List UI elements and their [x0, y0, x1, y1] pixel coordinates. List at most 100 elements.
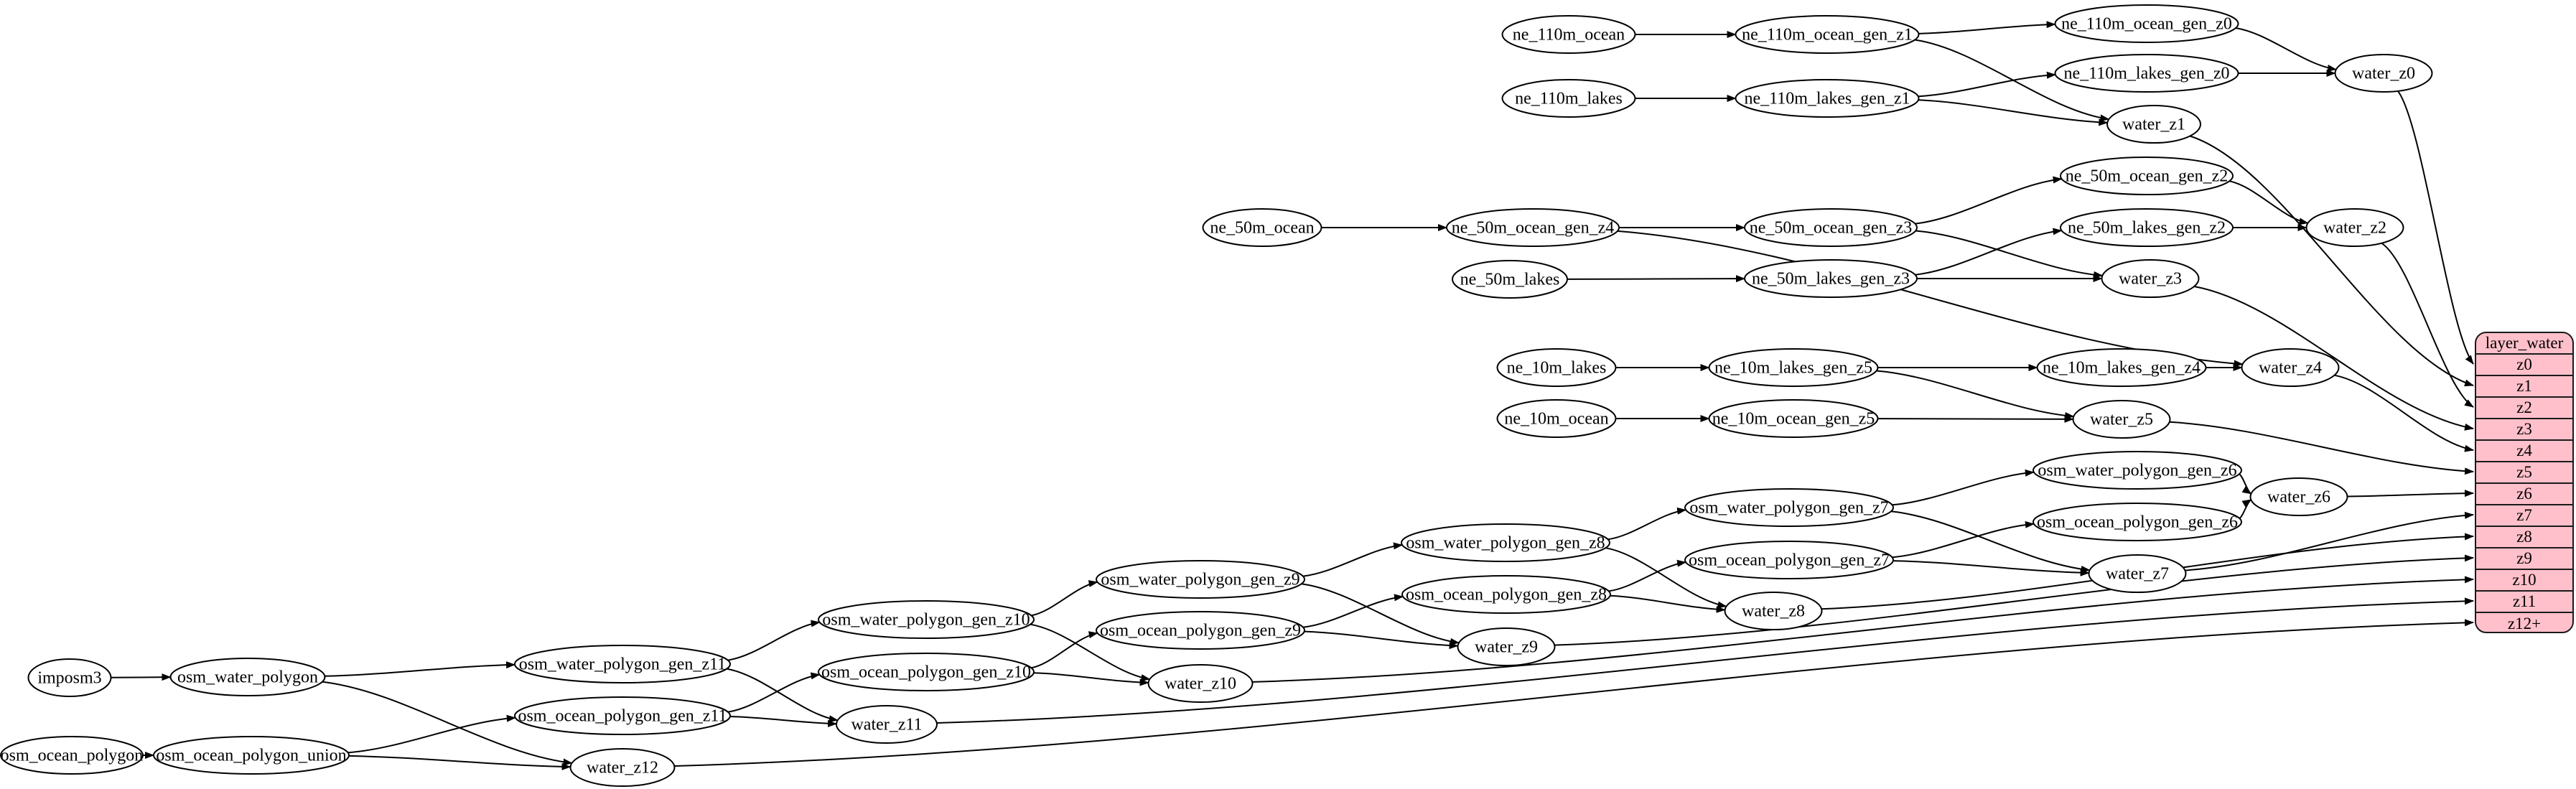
node-ne_10m_lakes_gen_z4: ne_10m_lakes_gen_z4 [2036, 348, 2207, 387]
node-label-ne_10m_ocean_gen_z5: ne_10m_ocean_gen_z5 [1712, 410, 1875, 429]
node-ne_110m_lakes_gen_z1: ne_110m_lakes_gen_z1 [1735, 79, 1920, 118]
edge-osm_ocean_polygon_gen_z8-to-water_z8 [1610, 594, 1726, 613]
layer-water-row-z4: z4 [2476, 441, 2572, 462]
node-ellipse-ne_10m_lakes_gen_z4 [2036, 348, 2207, 387]
edge-ne_110m_ocean_gen_z1-to-water_z1 [1914, 39, 2110, 122]
node-water_z1: water_z1 [2106, 105, 2201, 144]
node-ellipse-water_z9 [1457, 627, 1556, 666]
node-ellipse-water_z3 [2101, 259, 2200, 298]
node-osm_ocean_polygon_gen_z8: osm_ocean_polygon_gen_z8 [1401, 575, 1611, 614]
node-label-osm_ocean_polygon_gen_z11: osm_ocean_polygon_gen_z11 [518, 707, 727, 726]
edge-osm_ocean_polygon_gen_z7-to-osm_ocean_polygon_gen_z6 [1892, 520, 2035, 559]
node-ellipse-water_z12 [569, 748, 676, 787]
node-ellipse-osm_ocean_polygon_gen_z7 [1684, 541, 1894, 579]
layer-water-row-z0: z0 [2476, 355, 2572, 376]
node-ellipse-osm_water_polygon_gen_z10 [818, 600, 1035, 639]
layer-water-table-title: layer_water [2476, 333, 2572, 355]
edge-osm_water_polygon_gen_z9-to-osm_water_polygon_gen_z8 [1302, 542, 1403, 577]
node-osm_water_polygon_gen_z9: osm_water_polygon_gen_z9 [1096, 560, 1305, 599]
edge-osm_water_polygon_gen_z10-to-osm_water_polygon_gen_z9 [1031, 580, 1098, 617]
node-ne_50m_lakes_gen_z2: ne_50m_lakes_gen_z2 [2060, 208, 2234, 247]
node-ellipse-imposm3 [27, 658, 112, 697]
node-label-water_z7: water_z7 [2106, 565, 2169, 584]
edge-osm_water_polygon_gen_z10-to-water_z10 [1030, 623, 1151, 682]
node-ne_50m_lakes_gen_z3: ne_50m_lakes_gen_z3 [1744, 259, 1918, 298]
node-ellipse-osm_ocean_polygon_gen_z6 [2033, 503, 2242, 541]
node-label-ne_110m_lakes_gen_z0: ne_110m_lakes_gen_z0 [2063, 65, 2229, 83]
edge-water_z0-to-layer_water-z0 [2397, 90, 2474, 365]
edge-water_z11-to-layer_water-z11 [936, 597, 2474, 724]
node-osm_water_polygon_gen_z10: osm_water_polygon_gen_z10 [818, 600, 1035, 639]
node-ellipse-water_z10 [1147, 664, 1254, 703]
node-ellipse-osm_water_polygon_gen_z9 [1096, 560, 1305, 599]
node-label-osm_water_polygon_gen_z6: osm_water_polygon_gen_z6 [2038, 462, 2236, 480]
edge-ne_50m_ocean_gen_z3-to-water_z3 [1915, 230, 2104, 279]
node-label-ne_50m_ocean: ne_50m_ocean [1210, 219, 1314, 238]
node-label-water_z0: water_z0 [2352, 65, 2415, 83]
node-ellipse-osm_ocean_polygon_gen_z8 [1401, 575, 1611, 614]
edges-layer [111, 21, 2474, 770]
node-label-ne_110m_ocean_gen_z1: ne_110m_ocean_gen_z1 [1742, 26, 1913, 45]
node-label-water_z6: water_z6 [2267, 488, 2330, 507]
node-label-osm_ocean_polygon_gen_z10: osm_ocean_polygon_gen_z10 [821, 663, 1031, 682]
layer-water-row-z10: z10 [2476, 570, 2572, 592]
edge-water_z2-to-layer_water-z2 [2381, 242, 2474, 408]
node-imposm3: imposm3 [27, 658, 112, 697]
node-osm_ocean_polygon_gen_z10: osm_ocean_polygon_gen_z10 [818, 653, 1035, 691]
node-water_z2: water_z2 [2305, 208, 2404, 247]
node-label-osm_ocean_polygon_gen_z8: osm_ocean_polygon_gen_z8 [1406, 586, 1607, 604]
node-ellipse-ne_50m_ocean [1202, 208, 1322, 247]
edge-osm_water_polygon_gen_z11-to-water_z11 [726, 668, 839, 723]
edge-osm_ocean_polygon_gen_z7-to-water_z7 [1893, 560, 2090, 576]
node-label-water_z4: water_z4 [2259, 359, 2322, 378]
edge-osm_water_polygon_gen_z11-to-osm_water_polygon_gen_z10 [727, 620, 821, 661]
edge-ne_110m_ocean_gen_z1-to-ne_110m_ocean_gen_z0 [1918, 21, 2056, 34]
node-label-ne_10m_lakes_gen_z4: ne_10m_lakes_gen_z4 [2043, 359, 2201, 378]
node-ellipse-osm_water_polygon_gen_z6 [2033, 451, 2242, 490]
node-ne_10m_ocean_gen_z5: ne_10m_ocean_gen_z5 [1708, 399, 1879, 438]
node-water_z0: water_z0 [2334, 54, 2433, 93]
layer-water-row-z7: z7 [2476, 505, 2572, 527]
node-ne_50m_ocean_gen_z2: ne_50m_ocean_gen_z2 [2060, 157, 2234, 195]
edge-osm_water_polygon-to-water_z12 [322, 681, 573, 766]
node-water_z6: water_z6 [2249, 477, 2348, 516]
edge-ne_50m_ocean_gen_z2-to-water_z2 [2229, 180, 2309, 225]
edge-water_z7-to-layer_water-z7 [2185, 511, 2474, 571]
node-osm_ocean_polygon_gen_z6: osm_ocean_polygon_gen_z6 [2033, 503, 2242, 541]
node-label-osm_ocean_polygon_gen_z7: osm_ocean_polygon_gen_z7 [1689, 551, 1890, 570]
node-ellipse-ne_110m_ocean [1501, 15, 1636, 54]
layer-water-row-z8: z8 [2476, 527, 2572, 548]
node-ne_10m_ocean: ne_10m_ocean [1496, 399, 1617, 438]
edge-osm_ocean_polygon_gen_z6-to-water_z6 [2239, 499, 2252, 519]
edge-imposm3-to-osm_water_polygon [111, 673, 172, 681]
edge-ne_10m_lakes_gen_z5-to-water_z5 [1876, 370, 2075, 419]
node-ne_50m_lakes: ne_50m_lakes [1452, 260, 1568, 299]
node-label-water_z3: water_z3 [2119, 270, 2182, 289]
edge-osm_ocean_polygon_gen_z8-to-osm_ocean_polygon_gen_z7 [1608, 559, 1687, 592]
node-water_z3: water_z3 [2101, 259, 2200, 298]
node-ellipse-osm_water_polygon_gen_z11 [514, 645, 731, 683]
edge-osm_ocean_polygon_gen_z9-to-osm_ocean_polygon_gen_z8 [1302, 594, 1404, 628]
edge-osm_ocean_polygon_union-to-water_z12 [348, 755, 571, 770]
layer-water-row-z6: z6 [2476, 484, 2572, 505]
node-ellipse-ne_110m_lakes_gen_z1 [1735, 79, 1920, 118]
edge-osm_ocean_polygon_union-to-osm_ocean_polygon_gen_z11 [347, 714, 516, 754]
edge-osm_water_polygon_gen_z9-to-water_z9 [1301, 583, 1460, 645]
node-label-water_z12: water_z12 [587, 759, 658, 778]
node-osm_water_polygon_gen_z8: osm_water_polygon_gen_z8 [1401, 523, 1610, 562]
node-ne_10m_lakes_gen_z5: ne_10m_lakes_gen_z5 [1708, 348, 1879, 387]
nodes-layer: ne_110m_oceanne_110m_lakesne_110m_ocean_… [0, 4, 2433, 787]
node-ellipse-water_z8 [1724, 592, 1823, 630]
node-water_z11: water_z11 [836, 705, 938, 744]
node-ellipse-ne_110m_lakes_gen_z0 [2054, 54, 2239, 93]
node-label-osm_ocean_polygon_gen_z9: osm_ocean_polygon_gen_z9 [1100, 622, 1301, 640]
edge-osm_ocean_polygon_gen_z10-to-water_z10 [1033, 672, 1149, 686]
edge-water_z1-to-layer_water-z1 [2189, 135, 2474, 387]
node-ellipse-water_z4 [2241, 348, 2340, 387]
node-ellipse-water_z7 [2088, 554, 2187, 593]
node-label-ne_50m_lakes_gen_z2: ne_50m_lakes_gen_z2 [2068, 219, 2226, 238]
node-label-water_z11: water_z11 [851, 716, 922, 734]
node-label-osm_water_polygon_gen_z8: osm_water_polygon_gen_z8 [1406, 534, 1605, 553]
